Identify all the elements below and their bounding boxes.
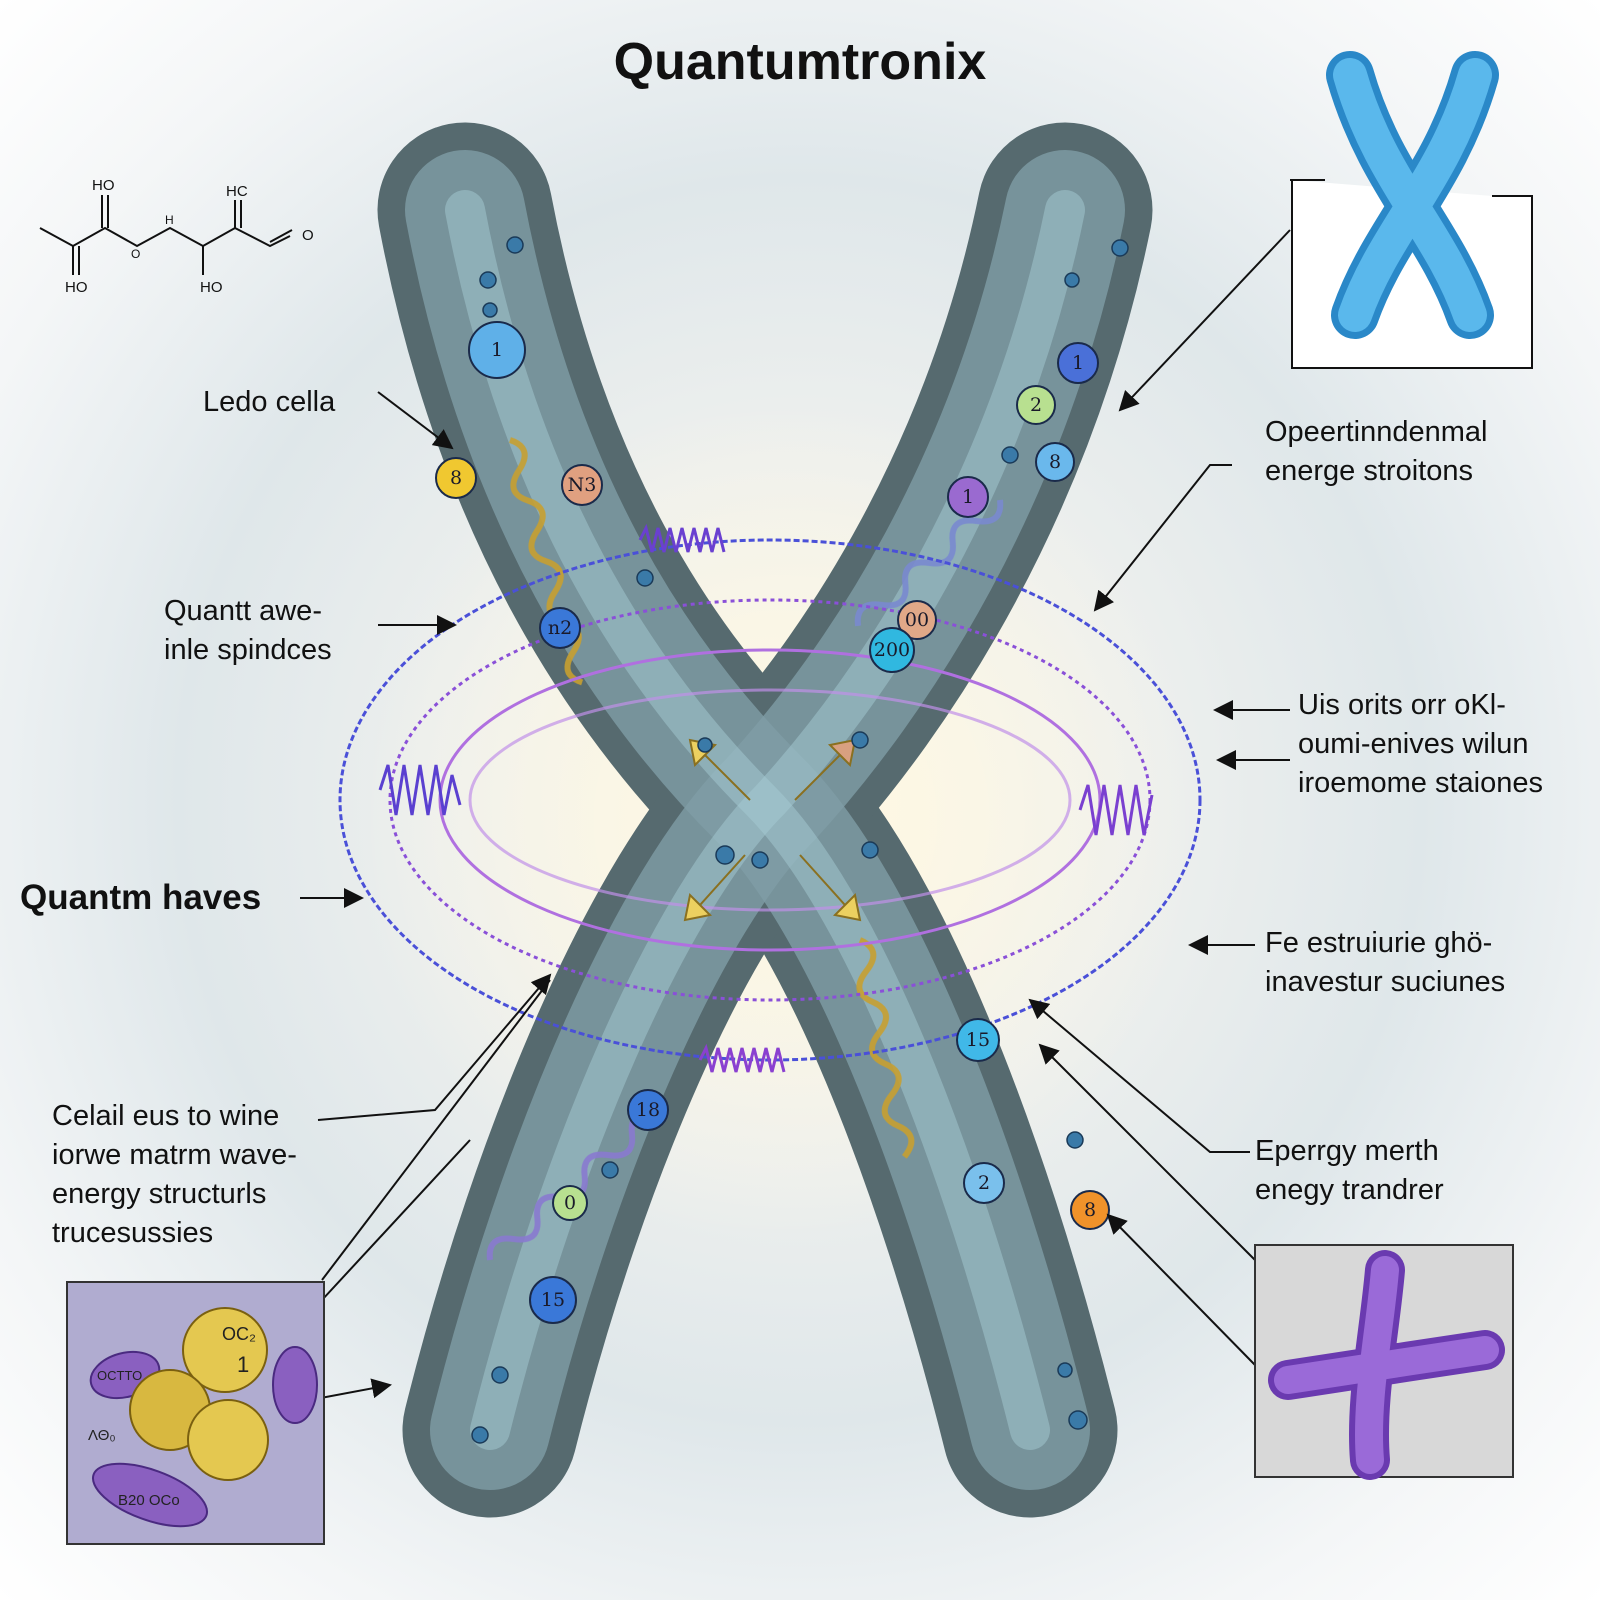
marker-2: 8: [435, 457, 477, 499]
marker-circle: [1016, 385, 1056, 425]
molecule-label-o-bridge: O: [131, 247, 140, 261]
marker-circle: [869, 627, 915, 673]
label-line: iroemome staiones: [1298, 767, 1543, 799]
label-line: Quantm haves: [20, 878, 262, 917]
marker-label: 00: [905, 609, 929, 631]
label-quantt-awe: Quantt awe- inle spindces: [164, 592, 332, 670]
marker-circle: [947, 476, 989, 518]
inset-label-lambda: ΛΘ₀: [88, 1427, 116, 1444]
marker-circle: [956, 1018, 1000, 1062]
marker-8: 1: [947, 476, 989, 518]
marker-3: N3: [561, 464, 603, 506]
marker-label: 2: [1030, 394, 1042, 416]
marker-circle: [1035, 442, 1075, 482]
label-line: enegy trandrer: [1255, 1174, 1444, 1206]
label-line: Fe estruiurie ghö-: [1265, 927, 1493, 959]
label-line: Eperrgy merth: [1255, 1135, 1439, 1167]
marker-label: 1: [491, 339, 503, 361]
marker-6: 2: [1016, 385, 1056, 425]
marker-circle: [435, 457, 477, 499]
inset-label-oc2: OC₂: [222, 1324, 256, 1344]
marker-circle: [468, 321, 526, 379]
label-line: Opeertinndenmal: [1265, 416, 1488, 448]
inset-label-b20: B20 OCo: [118, 1492, 180, 1509]
marker-circle: [539, 607, 581, 649]
label-ledo-cella: Ledo cella: [203, 383, 335, 422]
label-line: inle spindces: [164, 634, 332, 666]
marker-circle: [963, 1162, 1005, 1204]
label-quantm-haves: Quantm haves: [20, 878, 261, 917]
label-line: Celail eus to wine: [52, 1100, 280, 1132]
marker-label: 15: [966, 1029, 990, 1051]
marker-16: 8: [1070, 1190, 1110, 1230]
marker-circle: [561, 464, 603, 506]
label-line: trucesussies: [52, 1217, 214, 1249]
label-line: Uis orits orr oKl-: [1298, 689, 1506, 721]
marker-10: 200: [869, 627, 915, 673]
label-line: energe stroitons: [1265, 455, 1473, 487]
label-opeertinndenmal: Opeertinndenmal energe stroitons: [1265, 413, 1487, 491]
page-title: Quantumtronix: [613, 33, 987, 91]
marker-label: 8: [1049, 451, 1061, 473]
marker-9: 00: [897, 600, 937, 640]
marker-label: 1: [1072, 352, 1084, 374]
marker-circle: [1057, 342, 1099, 384]
marker-5: 1: [1057, 342, 1099, 384]
marker-label: n2: [548, 617, 572, 639]
granules: [471, 236, 1129, 1444]
molecule-label-ho-bottom: HO: [65, 279, 88, 296]
marker-label: 1: [962, 486, 974, 508]
marker-11: 15: [956, 1018, 1000, 1062]
marker-label: 200: [874, 639, 910, 661]
label-uis-orits: Uis orits orr oKl- oumi-enives wilun iro…: [1298, 686, 1543, 803]
inset-blue-chromosome: [1290, 51, 1533, 369]
label-line: energy structurls: [52, 1178, 267, 1210]
marker-12: 18: [627, 1089, 669, 1131]
inset-purple-chromosome: [1254, 1244, 1514, 1480]
chemical-structure: HO HO HC HO O O H: [39, 177, 314, 296]
marker-4: n2: [539, 607, 581, 649]
marker-1: 1: [468, 321, 526, 379]
quantum-waves: [338, 523, 1202, 1073]
marker-circle: [552, 1185, 588, 1221]
marker-label: 15: [541, 1289, 565, 1311]
marker-circle: [627, 1089, 669, 1131]
inset-label-1: 1: [237, 1352, 249, 1377]
label-line: oumi-enives wilun: [1298, 728, 1529, 760]
chromosome: [377, 122, 1153, 1518]
marker-label: 18: [636, 1099, 660, 1121]
marker-circle: [897, 600, 937, 640]
marker-circle: [1070, 1190, 1110, 1230]
inset-molecules: OC₂ 1 ΛΘ₀ B20 OCo OCTTO: [66, 1281, 325, 1545]
marker-label: 2: [978, 1172, 990, 1194]
marker-14: 15: [529, 1276, 577, 1324]
marker-circle: [529, 1276, 577, 1324]
molecule-label-ho-top: HO: [92, 177, 115, 194]
marker-label: N3: [568, 474, 597, 496]
marker-label: 8: [450, 467, 462, 489]
molecule-label-h: H: [165, 213, 174, 227]
label-line: inavestur suciunes: [1265, 966, 1506, 998]
molecule-label-o: O: [302, 227, 314, 244]
marker-13: 0: [552, 1185, 588, 1221]
leader-lines: [300, 229, 1291, 1401]
label-eperrgy: Eperrgy merth enegy trandrer: [1255, 1132, 1444, 1210]
inset-label-octto: OCTTO: [97, 1368, 142, 1383]
marker-label: 0: [564, 1192, 576, 1214]
molecule-label-ho: HO: [200, 279, 223, 296]
label-line: Ledo cella: [203, 386, 336, 418]
molecule-label-hc: HC: [226, 183, 248, 200]
label-line: Quantt awe-: [164, 595, 322, 627]
label-fe-estruiurie: Fe estruiurie ghö- inavestur suciunes: [1265, 924, 1505, 1002]
marker-15: 2: [963, 1162, 1005, 1204]
label-line: iorwe matrm wave-: [52, 1139, 297, 1171]
marker-label: 8: [1084, 1199, 1096, 1221]
label-celail: Celail eus to wine iorwe matrm wave- ene…: [52, 1097, 297, 1253]
marker-7: 8: [1035, 442, 1075, 482]
